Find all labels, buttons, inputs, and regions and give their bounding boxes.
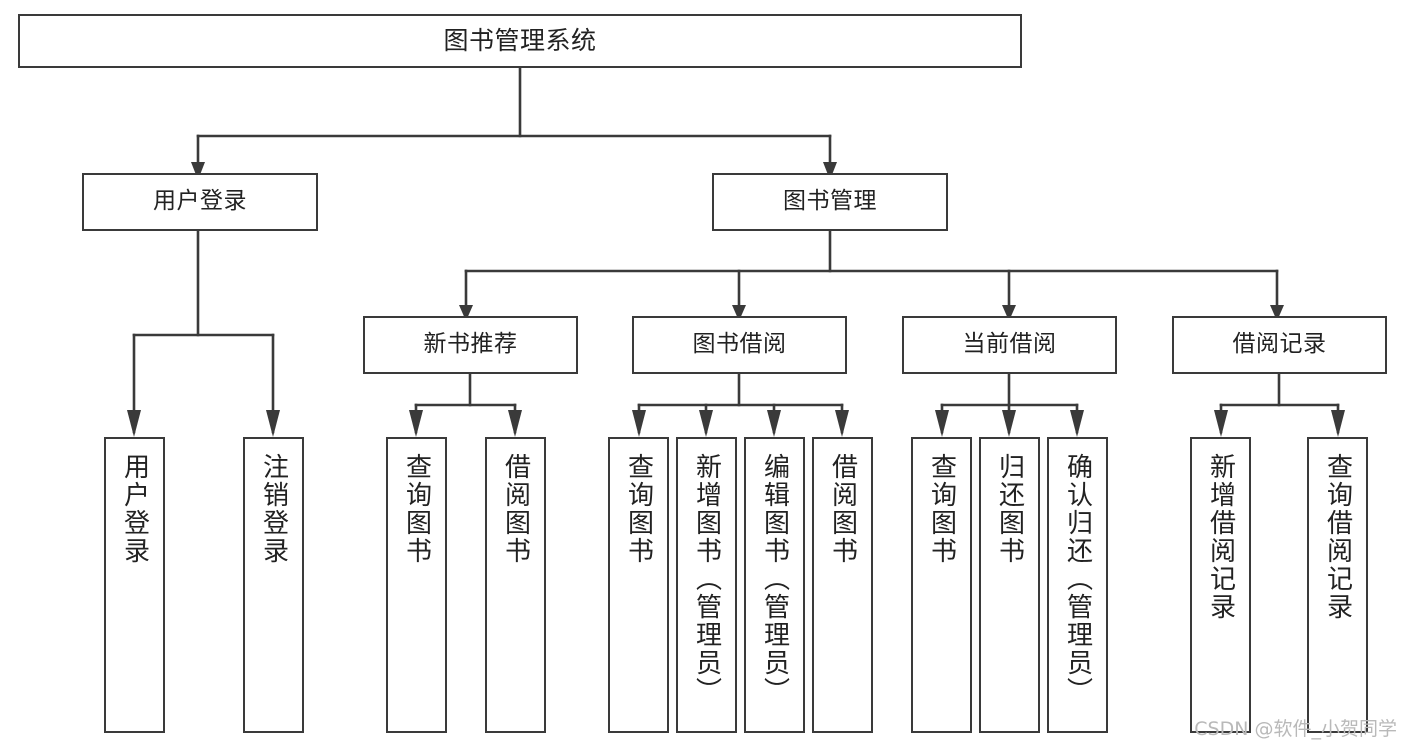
node-label: 查询图书 [926, 453, 957, 565]
node-user-login[interactable]: 用户登录 [82, 173, 318, 231]
node-label: 查询图书 [623, 453, 654, 565]
node-label: 当前借阅 [962, 331, 1057, 358]
node-current-borrow[interactable]: 当前借阅 [902, 316, 1117, 374]
node-label: 查询借阅记录 [1322, 453, 1353, 621]
node-label: 新书推荐 [423, 331, 518, 358]
leaf-book-borrow-edit[interactable]: 编辑图书（管理员） [744, 437, 805, 733]
node-label: 用户登录 [153, 188, 247, 215]
node-label: 图书管理系统 [443, 26, 597, 56]
leaf-borrow-record-query[interactable]: 查询借阅记录 [1307, 437, 1368, 733]
node-label: 归还图书 [994, 453, 1025, 565]
leaf-current-borrow-query[interactable]: 查询图书 [911, 437, 972, 733]
node-label: 借阅图书 [827, 453, 858, 565]
node-label: 新增借阅记录 [1205, 453, 1236, 621]
leaf-new-book-query[interactable]: 查询图书 [386, 437, 447, 733]
leaf-current-borrow-confirm-return[interactable]: 确认归还（管理员） [1047, 437, 1108, 733]
node-label: 图书管理 [783, 188, 877, 215]
node-book-management[interactable]: 图书管理 [712, 173, 948, 231]
node-label: 借阅图书 [500, 453, 531, 565]
node-label: 确认归还（管理员） [1062, 453, 1093, 705]
leaf-borrow-record-add[interactable]: 新增借阅记录 [1190, 437, 1251, 733]
leaf-new-book-borrow[interactable]: 借阅图书 [485, 437, 546, 733]
leaf-book-borrow-borrow[interactable]: 借阅图书 [812, 437, 873, 733]
leaf-book-borrow-add[interactable]: 新增图书（管理员） [676, 437, 737, 733]
node-label: 借阅记录 [1232, 331, 1327, 358]
node-label: 新增图书（管理员） [691, 453, 722, 705]
node-label: 查询图书 [401, 453, 432, 565]
node-label: 图书借阅 [692, 331, 787, 358]
leaf-book-borrow-query[interactable]: 查询图书 [608, 437, 669, 733]
arrowheads [127, 162, 1345, 437]
leaf-current-borrow-return[interactable]: 归还图书 [979, 437, 1040, 733]
node-label: 编辑图书（管理员） [759, 453, 790, 705]
leaf-user-login-logout[interactable]: 注销登录 [243, 437, 304, 733]
csdn-watermark: CSDN @软件_小贺同学 [1194, 718, 1397, 740]
node-new-book-recommend[interactable]: 新书推荐 [363, 316, 578, 374]
node-label: 用户登录 [119, 453, 150, 565]
node-label: 注销登录 [258, 453, 289, 565]
node-root-book-management-system[interactable]: 图书管理系统 [18, 14, 1022, 68]
leaf-user-login-login[interactable]: 用户登录 [104, 437, 165, 733]
node-book-borrow[interactable]: 图书借阅 [632, 316, 847, 374]
node-borrow-record[interactable]: 借阅记录 [1172, 316, 1387, 374]
